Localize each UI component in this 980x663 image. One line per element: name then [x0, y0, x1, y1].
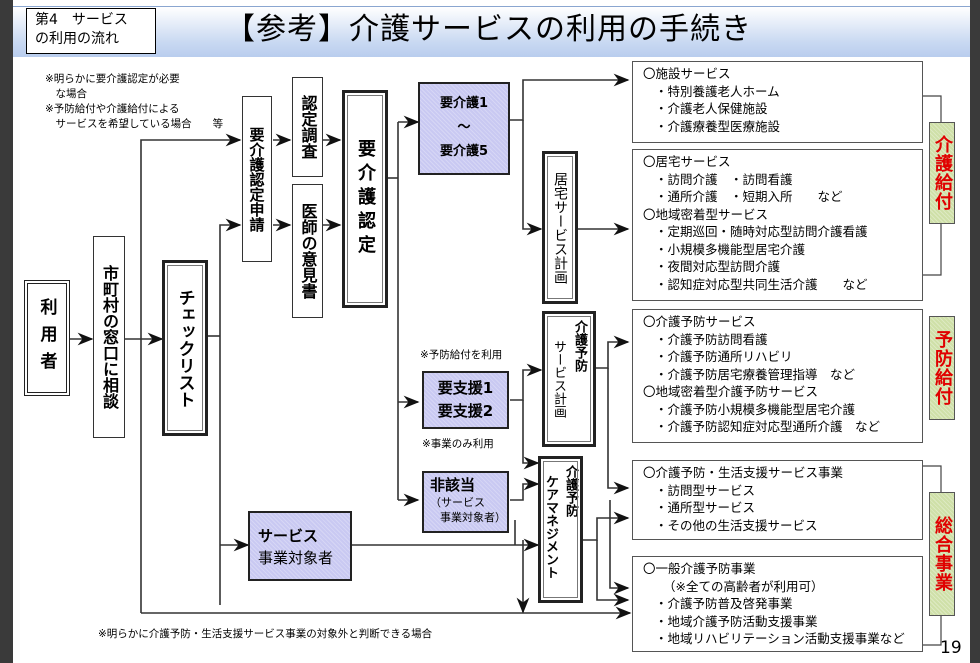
box-checklist[interactable]: チェックリスト — [162, 260, 208, 436]
line-nonapp-mgmt — [510, 477, 540, 501]
box-application-label: 要介護認定申請 — [247, 126, 266, 232]
category-care-benefit: 介護給付 — [929, 122, 955, 224]
care-level-tilde: 〜 — [457, 120, 471, 135]
prevention-item: ・介護予防訪問看護 — [655, 331, 768, 347]
box-care-level[interactable]: 要介護1 〜 要介護5 — [418, 82, 510, 175]
community-prevention-heading: 〇地域密着型介護予防サービス — [643, 384, 819, 399]
box-certification[interactable]: 要介護認定 — [342, 90, 388, 308]
box-home-service-plan[interactable]: 居宅サービス計画 — [542, 151, 578, 304]
box-prevention-care-management[interactable]: 介護予防 ケアマネジメント — [538, 456, 583, 603]
community-prevention-item: ・介護予防小規模多機能型居宅介護 — [655, 401, 856, 417]
note-certification-required: ※明らかに要介護認定が必要 な場合 ※予防給付や介護給付による サービスを希望し… — [45, 73, 224, 130]
general-item: ・地域介護予防活動支援事業 — [655, 613, 818, 629]
community-item: ・認知症対応型共同生活介護 など — [655, 276, 868, 292]
box-prevention-service-plan[interactable]: 介護予防 サービス計画 — [542, 311, 596, 447]
section-label: 第4 サービス の利用の流れ — [26, 8, 156, 54]
life-support-item: ・通所型サービス — [655, 500, 756, 515]
line-mgmt-out — [583, 511, 630, 541]
life-support-item: ・その他の生活支援サービス — [655, 517, 818, 533]
life-support-item: ・訪問型サービス — [655, 482, 756, 498]
prevention-heading: 〇介護予防サービス — [643, 314, 756, 329]
box-user[interactable]: 利用者 — [24, 280, 70, 396]
window-frame-right — [970, 0, 980, 663]
home-heading: 〇居宅サービス — [643, 154, 731, 169]
home-service-plan-label: 居宅サービス計画 — [552, 171, 568, 284]
line-window-trunk — [140, 133, 242, 613]
general-sub: （※全ての高齢者が利用可） — [663, 578, 824, 594]
home-item: ・訪問介護 ・訪問看護 — [655, 171, 793, 187]
box-municipal-window[interactable]: 市町村の窓口に相談 — [93, 236, 125, 438]
service-box-life-support: 〇介護予防・生活支援サービス事業 ・訪問型サービス ・通所型サービス ・その他の… — [632, 460, 923, 540]
page-title: 【参考】介護サービスの利用の手続き — [225, 12, 752, 47]
support-level-2: 要支援2 — [437, 402, 494, 420]
line-checklist-app — [219, 218, 242, 605]
box-user-label: 利用者 — [36, 297, 57, 379]
facility-item: ・特別養護老人ホーム — [655, 83, 780, 99]
community-item: ・夜間対応型訪問介護 — [655, 259, 781, 274]
box-doctor-opinion-label: 医師の意見書 — [298, 203, 318, 299]
general-item: ・地域リハビリテーション活動支援事業など — [655, 631, 905, 646]
not-applicable-sub1: （サービス — [430, 496, 485, 509]
box-not-applicable[interactable]: 非該当 （サービス 事業対象者） — [422, 471, 509, 533]
line-support-mgmt — [522, 400, 540, 470]
prevention-plan-label-b: サービス計画 — [551, 340, 566, 418]
box-doctor-opinion[interactable]: 医師の意見書 — [292, 184, 323, 318]
line-care-homeplan — [522, 120, 543, 236]
category-prevention-benefit: 予防給付 — [929, 316, 955, 420]
prevention-item: ・介護予防通所リハビリ — [655, 349, 793, 364]
title-bar — [13, 6, 970, 57]
note-project-only: ※事業のみ利用 — [422, 438, 494, 450]
community-item: ・定期巡回・随時対応型訪問介護看護 — [655, 224, 868, 239]
line-prevplan-life — [607, 368, 630, 495]
facility-item: ・介護療養型医療施設 — [655, 118, 781, 134]
general-heading: 〇一般介護予防事業 — [643, 561, 756, 576]
line-prevplan-out — [596, 335, 630, 369]
box-municipal-window-label: 市町村の窓口に相談 — [100, 265, 119, 409]
community-prevention-item: ・介護予防認知症対応型通所介護 など — [655, 419, 881, 434]
service-box-home: 〇居宅サービス ・訪問介護 ・訪問看護 ・通所介護 ・短期入所 など 〇地域密着… — [632, 149, 923, 301]
prevention-item: ・介護予防居宅療養管理指導 など — [655, 366, 856, 382]
not-applicable-title: 非該当 — [430, 476, 476, 494]
box-certification-label: 要介護認定 — [355, 139, 376, 259]
not-applicable-sub2: 事業対象者） — [440, 511, 506, 524]
facility-item: ・介護老人保健施設 — [655, 101, 768, 116]
page-number: 19 — [940, 638, 962, 658]
service-target-line1: サービス — [258, 527, 319, 545]
life-support-heading: 〇介護予防・生活支援サービス事業 — [643, 465, 844, 480]
box-service-target[interactable]: サービス 事業対象者 — [248, 511, 352, 581]
service-box-general: 〇一般介護予防事業 （※全ての高齢者が利用可） ・介護予防普及啓発事業 ・地域介… — [632, 556, 923, 652]
line-mgmt-general — [596, 540, 630, 607]
window-frame-left — [0, 0, 13, 663]
note-bottom: ※明らかに介護予防・生活支援サービス事業の対象外と判断できる場合 — [98, 628, 433, 640]
line-support-split — [510, 363, 543, 401]
facility-heading: 〇施設サービス — [643, 66, 731, 81]
line-care-split — [510, 73, 630, 121]
service-box-prevention: 〇介護予防サービス ・介護予防訪問看護 ・介護予防通所リハビリ ・介護予防居宅療… — [632, 309, 923, 443]
general-item: ・介護予防普及啓発事業 — [655, 596, 793, 611]
section-label-line2: の利用の流れ — [35, 31, 119, 47]
box-survey-label: 認定調査 — [298, 95, 318, 159]
service-box-facility: 〇施設サービス ・特別養護老人ホーム ・介護老人保健施設 ・介護療養型医療施設 — [632, 61, 923, 143]
support-level-1: 要支援1 — [437, 379, 494, 397]
prevention-plan-label-a: 介護予防 — [572, 320, 587, 372]
community-heading: 〇地域密着型サービス — [643, 206, 769, 222]
box-checklist-label: チェックリスト — [174, 288, 195, 408]
care-level-5: 要介護5 — [439, 144, 489, 159]
box-application[interactable]: 要介護認定申請 — [242, 96, 272, 262]
community-item: ・小規模多機能型居宅介護 — [655, 241, 806, 257]
service-target-line2: 事業対象者 — [258, 549, 334, 567]
prevention-mgmt-label-b: ケアマネジメント — [543, 475, 558, 579]
line-prev-general — [609, 500, 630, 595]
box-support-level[interactable]: 要支援1 要支援2 — [422, 371, 509, 429]
box-survey[interactable]: 認定調査 — [292, 77, 323, 177]
note-prevention-benefit: ※予防給付を利用 — [420, 349, 503, 361]
care-level-1: 要介護1 — [439, 96, 489, 111]
section-label-line1: 第4 サービス — [35, 12, 128, 28]
prevention-mgmt-label-a: 介護予防 — [563, 465, 578, 517]
category-comprehensive: 総合事業 — [929, 492, 955, 616]
home-item: ・通所介護 ・短期入所 など — [655, 189, 843, 204]
